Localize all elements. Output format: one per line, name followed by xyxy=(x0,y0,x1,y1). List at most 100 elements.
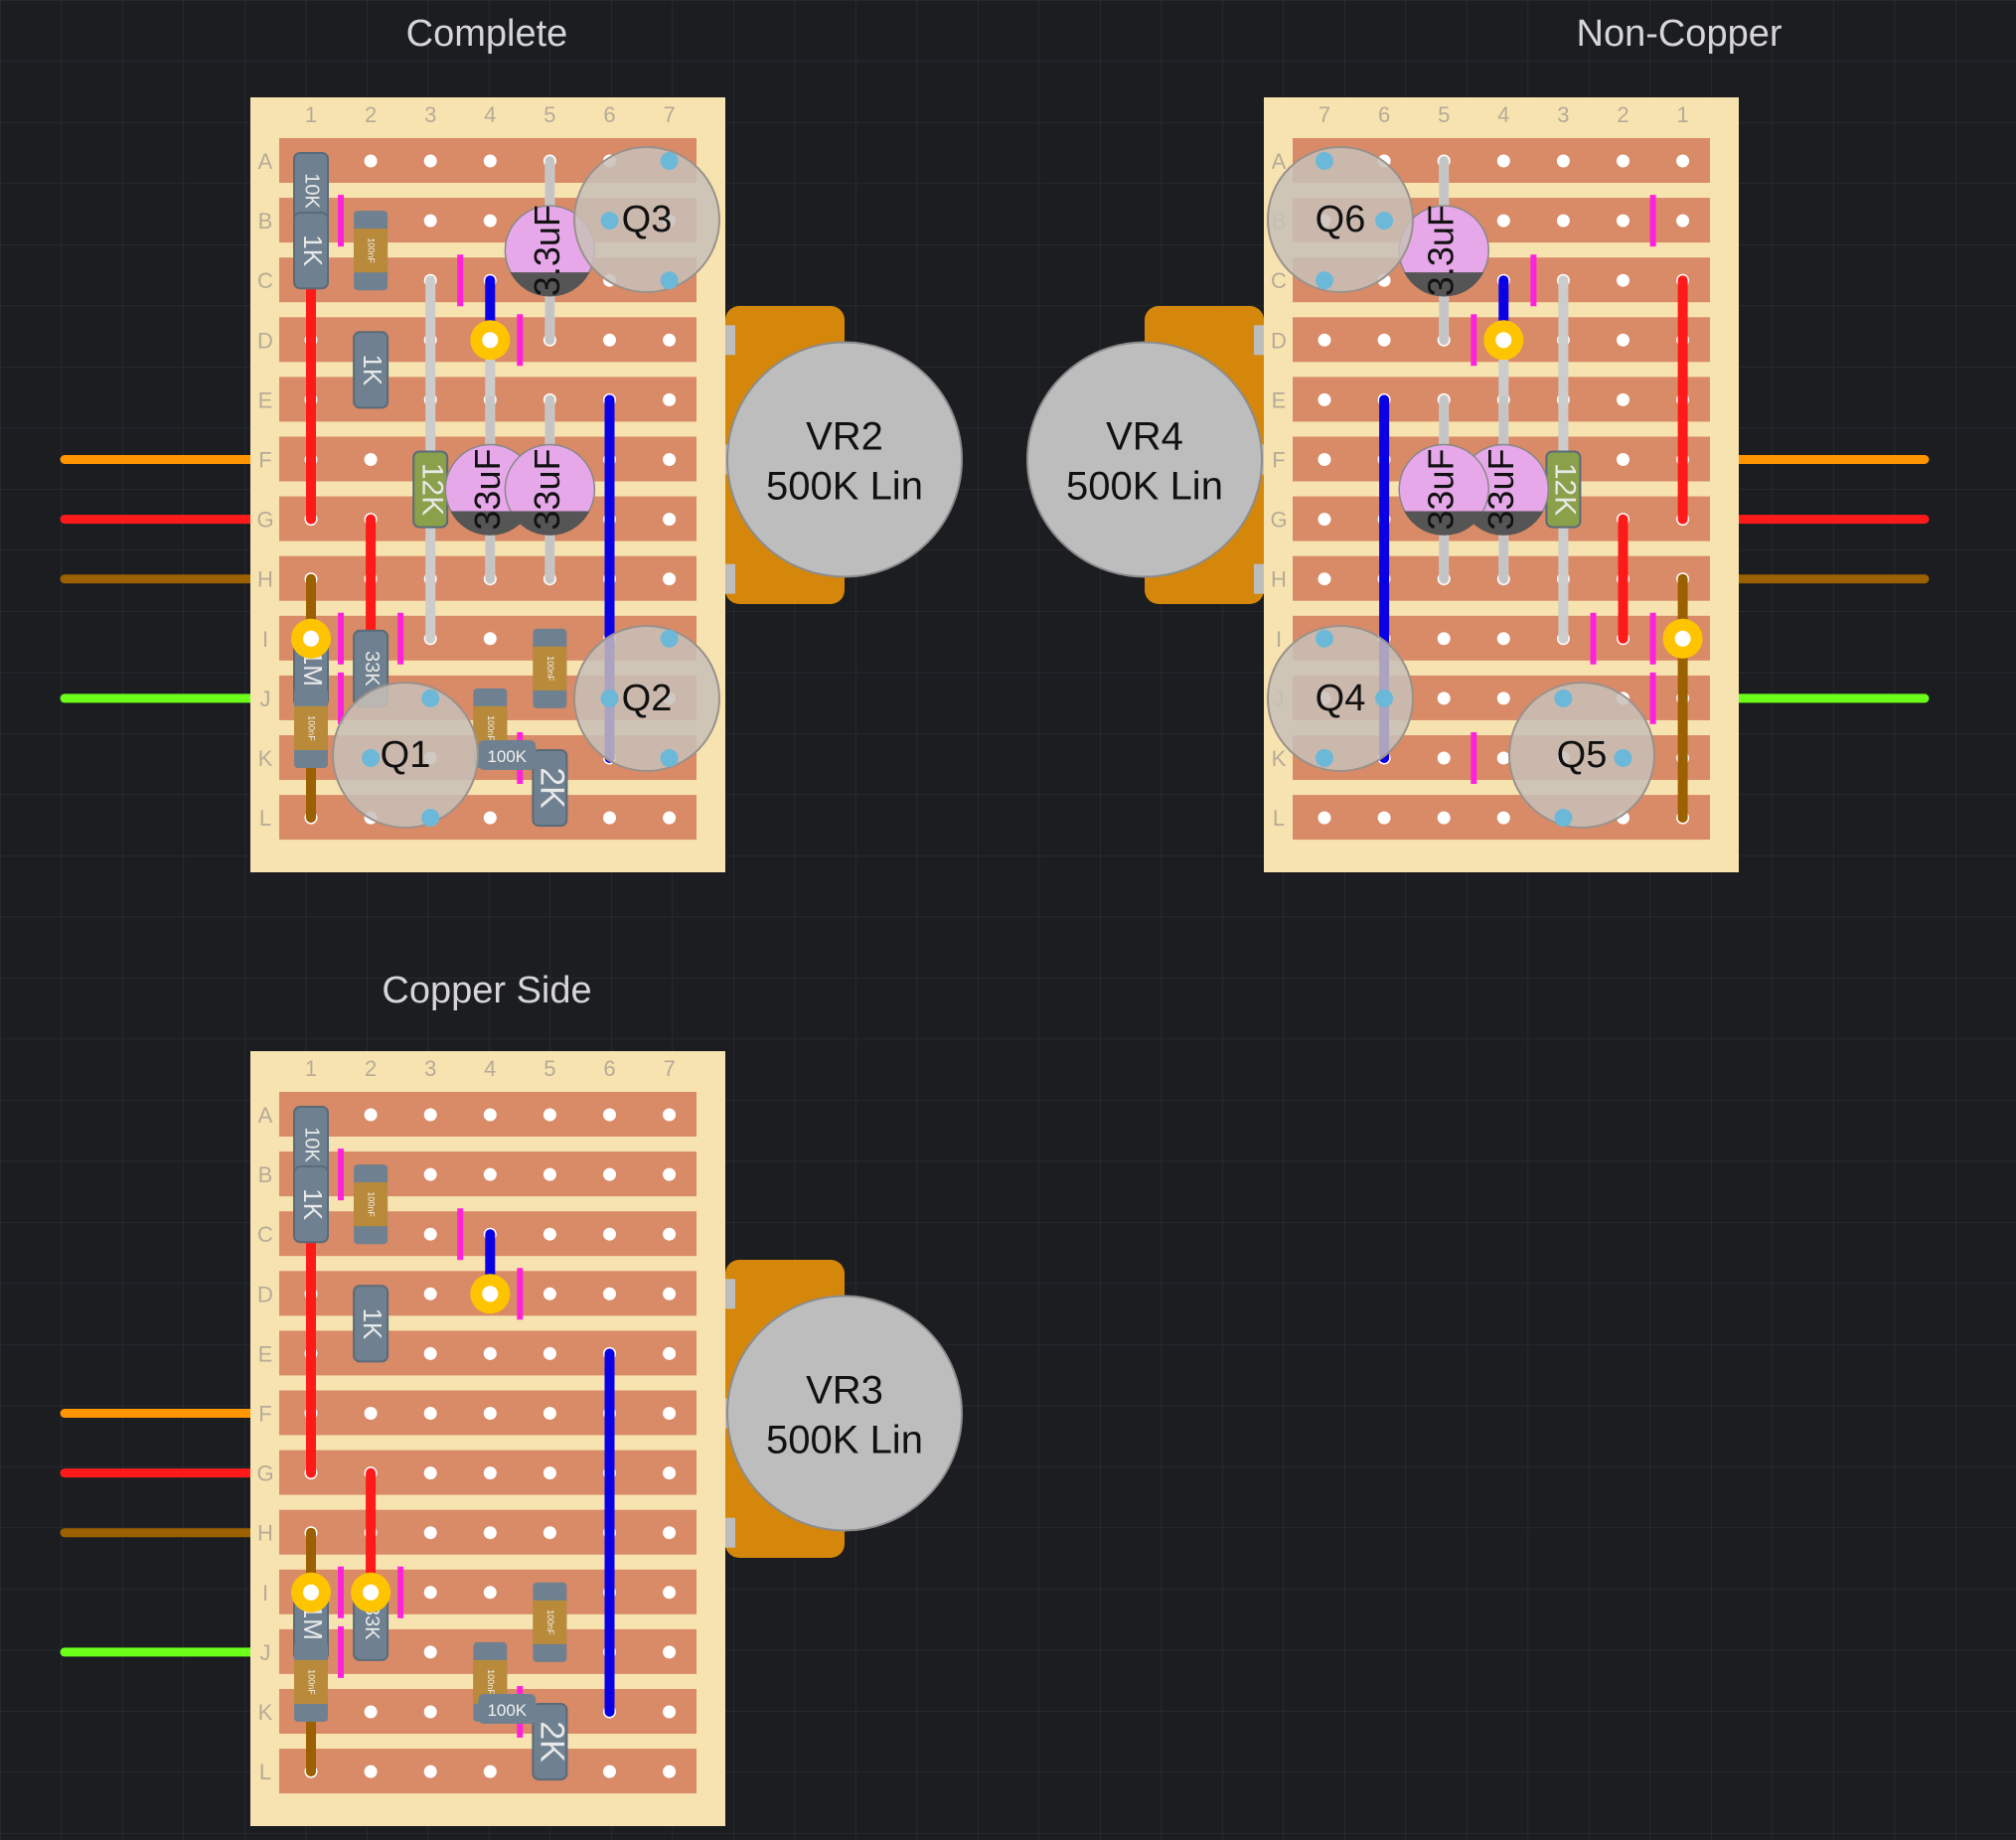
resistor-label: 33K xyxy=(361,651,383,687)
row-label: D xyxy=(257,1282,273,1306)
column-label: 3 xyxy=(1557,102,1569,127)
column-label: 7 xyxy=(1318,102,1330,127)
transistor-label: Q5 xyxy=(1557,734,1608,776)
resistor-body xyxy=(293,1165,329,1244)
pot-body xyxy=(1026,341,1263,578)
hole xyxy=(543,1108,556,1122)
title-non-copper: Non-Copper xyxy=(1577,13,1783,55)
solder-joint-hole xyxy=(363,1584,380,1601)
hole xyxy=(483,1466,497,1480)
row-label: C xyxy=(1271,268,1287,293)
resistor-body xyxy=(293,212,329,290)
transistor-q6: Q6 xyxy=(1267,146,1414,293)
row-label: L xyxy=(259,806,271,831)
transistor-pin xyxy=(421,689,440,707)
hole xyxy=(483,154,497,168)
transistor-pin xyxy=(1614,749,1632,767)
transistor-q5: Q5 xyxy=(1508,682,1655,829)
transistor-body xyxy=(1508,682,1655,829)
solder-joint-hole xyxy=(1674,630,1691,647)
transistor-pin xyxy=(1316,152,1333,170)
cap-polarity-stripe xyxy=(1404,272,1484,297)
resistor-label: 2K xyxy=(533,1721,570,1763)
wires-copper-side xyxy=(60,1409,255,1657)
hole xyxy=(364,453,378,466)
transistor-pin xyxy=(660,152,679,170)
film-cap-label: 100nF xyxy=(486,715,496,741)
film-cap-body xyxy=(354,1182,388,1227)
row-label: G xyxy=(256,1461,273,1486)
resistor-label: 1K xyxy=(358,1307,388,1339)
transistor-body xyxy=(1267,625,1414,772)
hole xyxy=(423,1346,437,1360)
hole xyxy=(663,333,677,347)
transistor-q2: Q2 xyxy=(573,625,720,772)
film-cap: 100nF xyxy=(533,628,567,708)
hole xyxy=(663,811,677,825)
resistor-12k: 12K xyxy=(1545,450,1581,529)
transistor-label: Q2 xyxy=(622,678,673,719)
transistor-pin xyxy=(660,749,679,767)
row-label: I xyxy=(262,1581,268,1606)
hole xyxy=(603,1287,616,1301)
column-label: 5 xyxy=(543,102,555,127)
hole xyxy=(423,1764,437,1778)
film-cap-label: 100nF xyxy=(367,237,377,263)
hole xyxy=(483,1346,497,1360)
hole xyxy=(483,811,497,825)
transistor-pin xyxy=(660,271,679,290)
resistor-label: 1K xyxy=(298,1188,328,1220)
hole xyxy=(663,1526,677,1540)
transistor-q4: Q4 xyxy=(1267,625,1414,772)
hole xyxy=(483,632,497,646)
row-label: J xyxy=(260,1640,271,1665)
hole xyxy=(663,392,677,406)
pot-body xyxy=(726,341,963,578)
electrolytic-cap-33u: 33uF xyxy=(1398,395,1489,583)
pot-value: 500K Lin xyxy=(1066,465,1223,509)
solder-joint-hole xyxy=(303,630,319,647)
title-copper-side: Copper Side xyxy=(382,970,591,1011)
hole xyxy=(543,1287,556,1301)
hole xyxy=(1617,453,1629,466)
hole xyxy=(364,1705,378,1719)
row-label: H xyxy=(1271,567,1287,592)
hole xyxy=(1617,392,1629,406)
hole xyxy=(663,1287,677,1301)
resistor-body xyxy=(478,740,537,770)
hole xyxy=(1496,154,1510,168)
hole xyxy=(364,1108,378,1122)
hole xyxy=(483,1108,497,1122)
row-label: L xyxy=(1273,806,1285,831)
resistor-label: 10K xyxy=(301,1127,323,1162)
row-label: K xyxy=(258,1700,273,1725)
row-label: H xyxy=(257,1521,273,1546)
column-label: 3 xyxy=(424,1056,436,1081)
hole xyxy=(663,1407,677,1420)
row-label: H xyxy=(257,567,273,592)
row-label: E xyxy=(258,1341,273,1366)
transistor-label: Q3 xyxy=(622,199,673,240)
transistor-q1: Q1 xyxy=(332,682,479,829)
hole xyxy=(543,1466,556,1480)
row-label: B xyxy=(258,209,273,233)
film-cap-body xyxy=(354,229,388,273)
column-label: 6 xyxy=(603,1056,615,1081)
hole xyxy=(1437,691,1451,705)
film-cap-body xyxy=(294,1659,328,1704)
hole xyxy=(663,1466,677,1480)
transistor-pin xyxy=(1316,629,1333,648)
row-label: D xyxy=(1271,328,1287,353)
transistor-q3: Q3 xyxy=(573,146,720,293)
hole xyxy=(663,1108,677,1122)
transistor-pin xyxy=(660,629,679,648)
hole xyxy=(603,333,616,347)
column-label: 5 xyxy=(1438,102,1450,127)
resistor-12k: 12K xyxy=(412,450,448,529)
hole xyxy=(663,1167,677,1181)
cap-label: 33uF xyxy=(467,449,508,531)
hole xyxy=(603,1227,616,1241)
hole xyxy=(663,1705,677,1719)
cap-polarity-stripe xyxy=(1404,511,1484,536)
film-cap-label: 100nF xyxy=(307,715,317,741)
